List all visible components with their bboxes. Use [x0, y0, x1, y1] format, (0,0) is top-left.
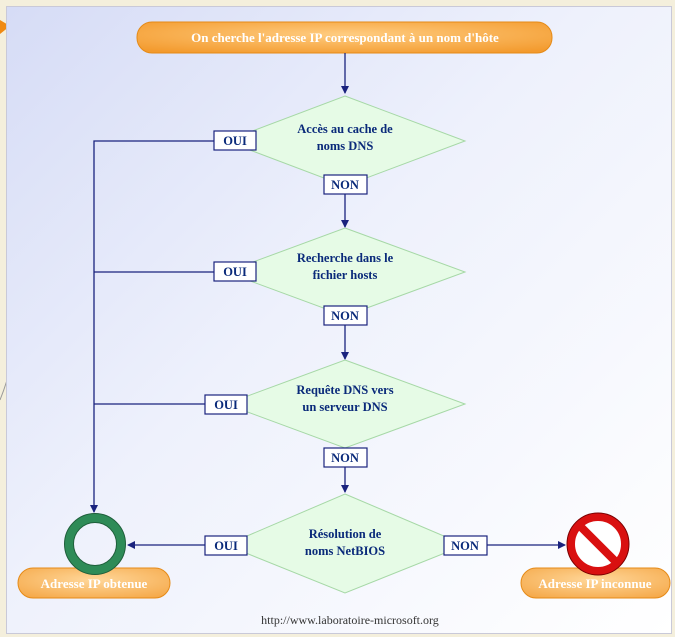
- svg-text:NON: NON: [331, 178, 359, 192]
- result-failure: Adresse IP inconnue: [520, 512, 671, 599]
- decision-dns-server: Requête DNS vers un serveur DNS: [224, 359, 467, 449]
- svg-text:OUI: OUI: [223, 134, 247, 148]
- decision-2-line1: Recherche dans le: [297, 251, 394, 265]
- yes-connectors: [90, 140, 226, 549]
- svg-text:OUI: OUI: [214, 398, 238, 412]
- yes-label-2: OUI: [213, 261, 257, 282]
- decision-3-line1: Requête DNS vers: [296, 383, 393, 397]
- no-label-4: NON: [443, 535, 488, 556]
- yes-label-3: OUI: [204, 394, 248, 415]
- decision-1-line1: Accès au cache de: [297, 122, 393, 136]
- svg-text:NON: NON: [331, 451, 359, 465]
- no-label-2: NON: [323, 305, 368, 326]
- prohibition-icon: [566, 512, 630, 576]
- svg-text:NON: NON: [331, 309, 359, 323]
- result-success: Adresse IP obtenue: [17, 513, 171, 599]
- result-failure-label: Adresse IP inconnue: [538, 576, 651, 591]
- svg-text:OUI: OUI: [223, 265, 247, 279]
- decision-4-line1: Résolution de: [309, 527, 382, 541]
- no-label-1: NON: [323, 174, 368, 195]
- decision-2-line2: fichier hosts: [313, 268, 378, 282]
- source-url: http://www.laboratoire-microsoft.org: [261, 613, 439, 627]
- svg-text:NON: NON: [451, 539, 479, 553]
- decision-4-line2: noms NetBIOS: [305, 544, 385, 558]
- decision-3-line2: un serveur DNS: [302, 400, 387, 414]
- decision-hosts-file: Recherche dans le fichier hosts: [224, 227, 467, 317]
- yes-label-4: OUI: [204, 535, 248, 556]
- svg-text:OUI: OUI: [214, 539, 238, 553]
- start-terminator: On cherche l'adresse IP correspondant à …: [136, 21, 553, 54]
- green-ring-icon: [64, 513, 126, 575]
- decision-dns-cache: Accès au cache de noms DNS: [224, 95, 467, 187]
- no-label-3: NON: [323, 447, 368, 468]
- decision-1-line2: noms DNS: [317, 139, 374, 153]
- yes-label-1: OUI: [213, 130, 257, 151]
- corner-arrow-decoration: [0, 20, 10, 34]
- decision-netbios: Résolution de noms NetBIOS: [224, 493, 467, 594]
- start-label: On cherche l'adresse IP correspondant à …: [191, 30, 499, 45]
- result-success-label: Adresse IP obtenue: [41, 576, 148, 591]
